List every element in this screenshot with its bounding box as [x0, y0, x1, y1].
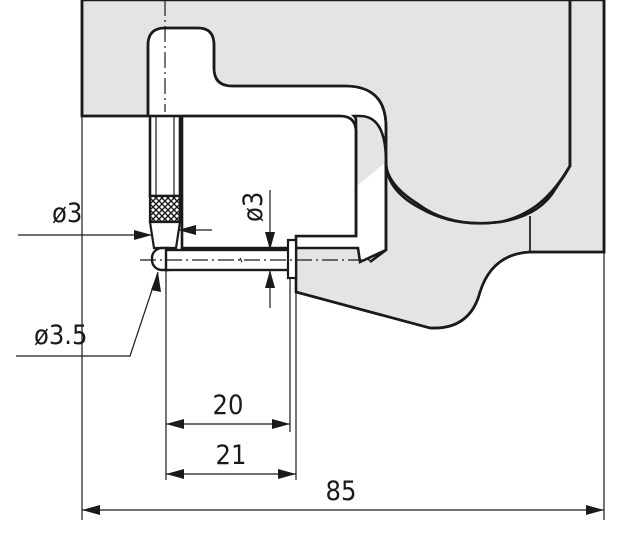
dim-20-text: 20	[213, 390, 244, 421]
dim-21-arrow-right	[278, 469, 296, 479]
dim-anvil-diameter-arrow-top	[265, 232, 275, 250]
dim-spindle-diameter-arrow-right	[178, 225, 196, 235]
frame-edge-arch	[146, 26, 388, 264]
dim-21-arrow-left	[166, 469, 184, 479]
frame-edge-bottom	[295, 0, 606, 330]
dim-anvil-diameter: ø3	[238, 190, 275, 308]
frame-body	[80, 0, 606, 330]
frame-edge-curve	[384, 0, 572, 225]
dim-contact-diameter-text: ø3.5	[34, 320, 87, 351]
dim-20-arrow-right	[272, 419, 290, 429]
dim-anvil-diameter-arrow-bottom	[265, 270, 275, 288]
anvil-mark	[239, 257, 243, 263]
dim-anvil-diameter-text: ø3	[238, 192, 269, 222]
anvil-collar	[286, 238, 298, 280]
dim-contact-diameter-leader	[16, 271, 159, 357]
dim-21-text: 21	[216, 440, 247, 471]
throat-opening	[180, 114, 358, 250]
dim-85-arrow-left	[82, 505, 100, 515]
dim-spindle-diameter-arrow-left	[134, 230, 152, 240]
knurled-ring	[148, 194, 182, 224]
spindle	[148, 114, 182, 272]
spindle-taper	[148, 220, 182, 250]
dim-20: 20	[166, 390, 290, 429]
dim-contact-diameter-arrow	[151, 272, 161, 292]
dim-spindle-diameter-text: ø3	[52, 198, 82, 229]
dim-20-arrow-left	[166, 419, 184, 429]
dim-21: 21	[166, 440, 296, 479]
dim-85-arrow-right	[586, 505, 604, 515]
dim-85-text: 85	[326, 476, 357, 507]
dim-spindle-diameter: ø3	[18, 198, 212, 240]
dim-contact-diameter: ø3.5	[16, 271, 161, 357]
spindle-shaft	[148, 114, 182, 198]
dim-85: 85	[82, 476, 604, 515]
